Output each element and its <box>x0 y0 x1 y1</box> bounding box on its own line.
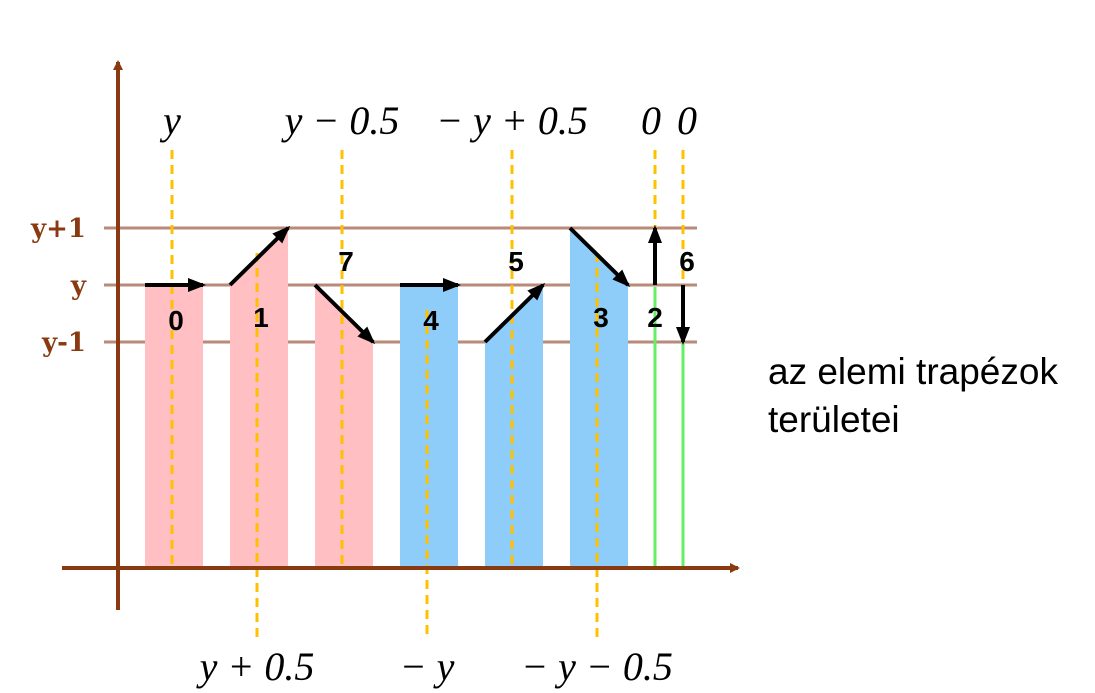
direction-code: 2 <box>647 302 663 333</box>
direction-code: 3 <box>593 302 609 333</box>
level-label: y+1 <box>30 214 86 244</box>
direction-code: 6 <box>679 246 695 277</box>
caption-line-2: területei <box>768 399 900 440</box>
area-guide-lines <box>170 150 685 640</box>
area-formula: y − 0.5 <box>281 98 400 143</box>
trapezoid-bars <box>145 228 628 568</box>
trapezoid-bar <box>485 285 543 568</box>
direction-arrows <box>145 225 690 345</box>
direction-code: 5 <box>508 246 524 277</box>
area-formula: 0 <box>641 98 661 143</box>
area-formula: − y + 0.5 <box>436 98 588 143</box>
direction-arrow <box>483 282 546 344</box>
area-formula: y + 0.5 <box>196 644 315 689</box>
trapezoid-bar <box>230 228 288 568</box>
caption-line-1: az elemi trapézok <box>768 351 1058 392</box>
trapezoid-bar <box>400 285 458 568</box>
direction-arrow <box>228 225 291 287</box>
direction-code: 0 <box>168 305 184 336</box>
area-formula: 0 <box>677 98 697 143</box>
direction-code: 4 <box>423 305 439 336</box>
axes <box>62 60 740 610</box>
direction-code: 7 <box>338 246 354 277</box>
trapezoid-bar <box>570 228 628 568</box>
area-formula: − y <box>400 644 455 689</box>
trapezoid-bar <box>145 285 203 568</box>
area-formula: − y − 0.5 <box>521 644 673 689</box>
trapezoid-bar <box>315 285 373 568</box>
level-label: y-1 <box>41 328 86 358</box>
direction-arrow <box>313 283 376 345</box>
direction-code: 1 <box>253 302 269 333</box>
direction-arrow <box>568 226 631 288</box>
level-label: y <box>70 271 87 301</box>
caption: az elemi trapézok területei <box>768 348 1093 444</box>
area-formula: y <box>159 98 181 143</box>
level-labels: y+1 y y-1 <box>30 214 87 358</box>
direction-codes: 0 1 7 4 5 3 26 <box>168 246 695 336</box>
